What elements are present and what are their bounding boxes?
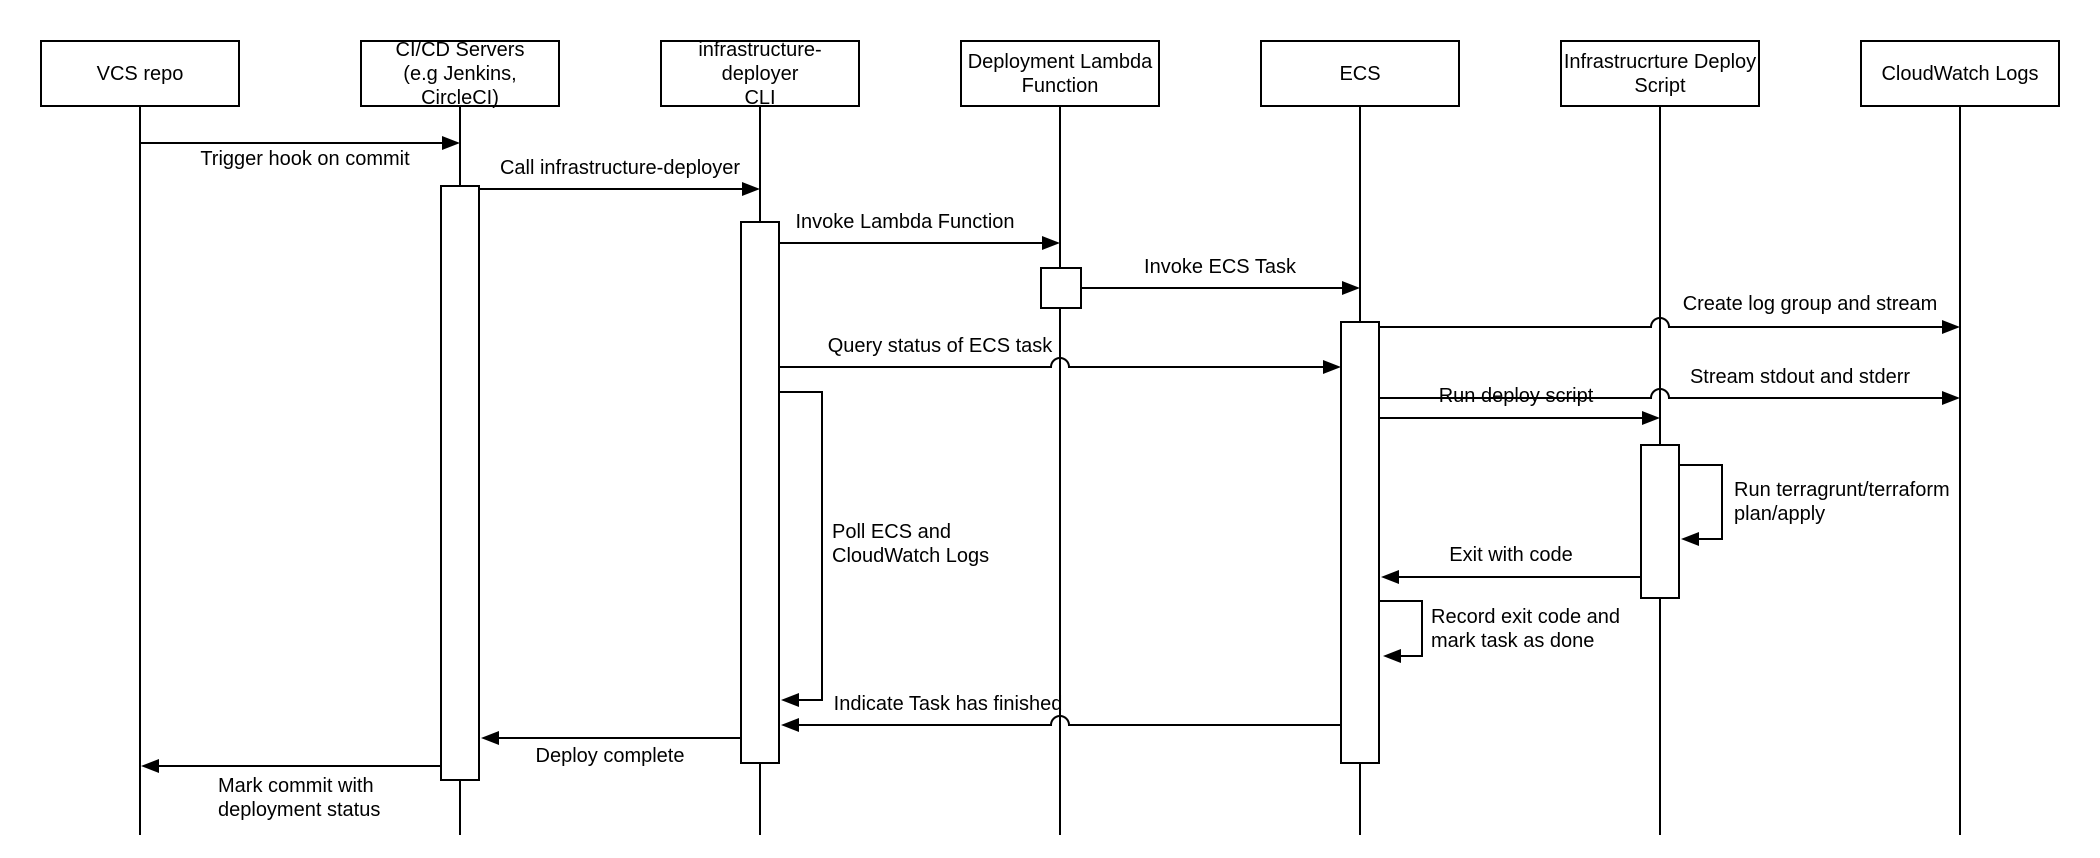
label-invoke-lambda: Invoke Lambda Function [795, 211, 1015, 233]
arrowhead-mark-commit [141, 759, 159, 773]
arrowhead-indicate-finished [781, 718, 799, 732]
actor-cicd-servers: CI/CD Servers (e.g Jenkins, CircleCI) [360, 39, 560, 109]
arrowhead-stream-stdout [1942, 391, 1960, 405]
arrowhead-create-log-group [1942, 320, 1960, 334]
label-record-exit: Record exit code and mark task as done [1431, 606, 1621, 652]
label-indicate-finished: Indicate Task has finished [833, 693, 1063, 715]
arrowhead-call-deployer [742, 182, 760, 196]
arrow-indicate-finished [799, 715, 1341, 726]
arrowhead-exit-with-code [1381, 570, 1399, 584]
arrow-stream-stdout [1379, 388, 1942, 399]
arrowhead-query-status [1323, 360, 1341, 374]
label-query-status: Query status of ECS task [827, 335, 1053, 357]
label-poll-loop: Poll ECS and CloudWatch Logs [832, 521, 990, 567]
actor-ecs: ECS [1260, 40, 1460, 107]
activation-cicd [440, 185, 480, 781]
arrowhead-deploy-complete [481, 731, 499, 745]
arrow-create-log-group [1379, 317, 1942, 328]
activation-ecs [1340, 321, 1380, 764]
label-terragrunt: Run terragrunt/terraform plan/apply [1734, 479, 1950, 525]
arrowhead-invoke-lambda [1042, 236, 1060, 250]
activation-deploy-script [1640, 444, 1680, 599]
actor-vcs-repo: VCS repo [40, 40, 240, 107]
arrowhead-invoke-ecs-task [1342, 281, 1360, 295]
label-exit-with-code: Exit with code [1449, 544, 1573, 566]
actor-deployment-lambda-function: Deployment Lambda Function [960, 40, 1160, 107]
label-trigger-hook: Trigger hook on commit [200, 148, 410, 170]
arrow-query-status [779, 357, 1323, 368]
loop-record-exit [1379, 600, 1423, 657]
actor-infrastructure-deploy-script: Infrastrucrture Deploy Script [1560, 40, 1760, 107]
label-deploy-complete: Deploy complete [535, 745, 685, 767]
label-invoke-ecs-task: Invoke ECS Task [1144, 256, 1296, 278]
arrowhead-trigger-hook [442, 136, 460, 150]
activation-lambda [1040, 267, 1082, 309]
label-stream-stdout: Stream stdout and stderr [1689, 366, 1911, 388]
arrowhead-poll-return [781, 693, 799, 707]
activation-cli [740, 221, 780, 764]
label-create-log-group: Create log group and stream [1682, 293, 1938, 315]
label-call-deployer: Call infrastructure-deployer [499, 157, 741, 179]
bracket-poll-loop [779, 391, 823, 701]
loop-terragrunt [1679, 464, 1723, 540]
arrowhead-run-deploy-script [1642, 411, 1660, 425]
label-mark-commit: Mark commit with deployment status [218, 775, 381, 821]
arrowhead-terragrunt-return [1681, 532, 1699, 546]
arrowhead-record-return [1383, 649, 1401, 663]
actor-cloudwatch-logs: CloudWatch Logs [1860, 40, 2060, 107]
actor-infrastructure-deployer-cli: infrastructure-deployer CLI [660, 39, 860, 109]
label-run-deploy-script: Run deploy script [1438, 385, 1594, 407]
